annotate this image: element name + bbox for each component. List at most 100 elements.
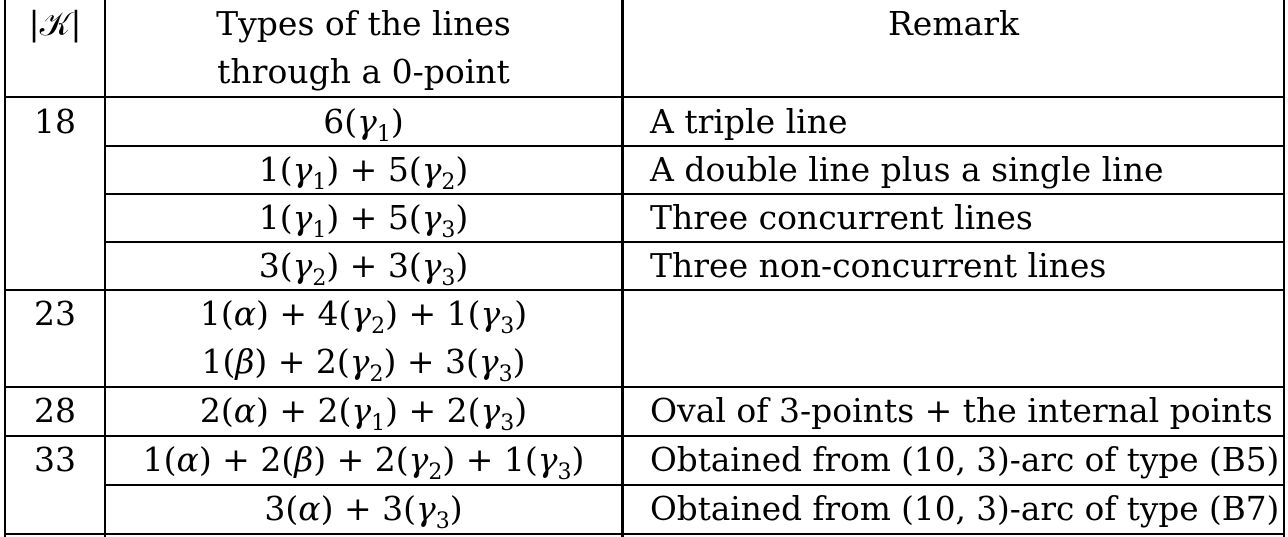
t5bg2: γ bbox=[478, 342, 499, 381]
t1b: ) bbox=[390, 102, 404, 141]
types-row-7: 1(α) + 2(β) + 2(γ2) + 1(γ3) bbox=[106, 440, 621, 484]
t6s2: 3 bbox=[500, 411, 515, 436]
t3s2: 3 bbox=[441, 218, 456, 243]
remark-row-3: Three concurrent lines bbox=[650, 198, 1280, 238]
remark-row-2: A double line plus a single line bbox=[650, 150, 1280, 190]
row-rule-3 bbox=[104, 241, 1285, 243]
t2a: 1( bbox=[258, 150, 293, 189]
header-remark-text: Remark bbox=[887, 4, 1020, 43]
t1a: 6( bbox=[323, 102, 358, 141]
t2g2: γ bbox=[421, 150, 442, 189]
row-rule-1 bbox=[104, 145, 1285, 147]
group-rule-33 bbox=[4, 435, 1285, 437]
t5am2: ) + 1( bbox=[385, 294, 481, 333]
t4a: 3( bbox=[258, 246, 293, 285]
remark-row-8-text: Obtained from (10, 3)-arc of type (B7) bbox=[650, 490, 1280, 528]
t5bm2: ) + 3( bbox=[383, 342, 479, 381]
table-border-bottom bbox=[4, 533, 1285, 535]
t4b: ) bbox=[455, 246, 469, 285]
k-value-23-text: 23 bbox=[34, 294, 76, 333]
t6g2: γ bbox=[480, 391, 501, 430]
t3a: 1( bbox=[258, 198, 293, 237]
t8a: 3( bbox=[264, 489, 299, 528]
t7s1: 2 bbox=[428, 460, 443, 485]
table-header-rule bbox=[4, 96, 1285, 98]
remark-row-1: A triple line bbox=[650, 102, 1280, 142]
t1g: γ bbox=[357, 102, 377, 141]
t6m2: ) + 2( bbox=[385, 391, 481, 430]
header-k-text: |𝒦| bbox=[28, 4, 82, 43]
k-value-18-text: 18 bbox=[34, 102, 76, 141]
t1s: 1 bbox=[376, 122, 391, 147]
table-divider-col2 bbox=[621, 0, 624, 537]
header-types-line2-text: through a 0-point bbox=[217, 52, 510, 91]
header-k: |𝒦| bbox=[6, 4, 104, 44]
t7v2: β bbox=[294, 440, 314, 479]
types-row-5a: 1(α) + 4(γ2) + 1(γ3) bbox=[106, 294, 621, 338]
k-value-23: 23 bbox=[6, 294, 104, 334]
t2s2: 2 bbox=[441, 170, 456, 195]
t8s: 3 bbox=[435, 509, 450, 534]
remark-row-8: Obtained from (10, 3)-arc of type (B7) bbox=[650, 489, 1280, 529]
t5ab: ) bbox=[514, 294, 528, 333]
table-border-right bbox=[1283, 0, 1285, 537]
types-row-2: 1(γ1) + 5(γ2) bbox=[106, 150, 621, 194]
t4g1: γ bbox=[292, 246, 313, 285]
t8b: ) bbox=[449, 489, 463, 528]
remark-row-2-text: A double line plus a single line bbox=[650, 150, 1164, 189]
remark-row-7-text: Obtained from (10, 3)-arc of type (B5) bbox=[650, 441, 1280, 479]
t5bm1: ) + 2( bbox=[254, 342, 350, 381]
t3s1: 1 bbox=[312, 218, 327, 243]
k-value-33: 33 bbox=[6, 440, 104, 480]
t3b: ) bbox=[455, 198, 469, 237]
t5ag1: γ bbox=[351, 294, 372, 333]
k-value-28: 28 bbox=[6, 391, 104, 431]
t2g1: γ bbox=[292, 150, 313, 189]
t4m: ) + 3( bbox=[326, 246, 422, 285]
t5aa: 1( bbox=[199, 294, 234, 333]
t7v1: α bbox=[176, 440, 199, 479]
k-value-33-text: 33 bbox=[34, 440, 76, 479]
t5as1: 2 bbox=[371, 314, 386, 339]
t3m: ) + 5( bbox=[326, 198, 422, 237]
t6s1: 1 bbox=[371, 411, 386, 436]
t5bs1: 2 bbox=[369, 362, 384, 387]
t5am1: ) + 4( bbox=[256, 294, 352, 333]
header-types-line2: through a 0-point bbox=[106, 52, 621, 92]
types-row-1: 6(γ1) bbox=[106, 102, 621, 146]
t4s2: 3 bbox=[441, 266, 456, 291]
t7m1: ) + 2( bbox=[198, 440, 295, 479]
types-row-5b: 1(β) + 2(γ2) + 3(γ3) bbox=[106, 342, 621, 386]
t7a: 1( bbox=[142, 440, 177, 479]
t2s1: 1 bbox=[312, 170, 327, 195]
header-types-line1: Types of the lines bbox=[106, 4, 621, 44]
header-types-line1-text: Types of the lines bbox=[216, 4, 511, 43]
remark-row-6: Oval of 3-points + the internal points bbox=[650, 391, 1280, 431]
t4s1: 2 bbox=[312, 266, 327, 291]
types-row-6: 2(α) + 2(γ1) + 2(γ3) bbox=[106, 391, 621, 435]
t6b: ) bbox=[514, 391, 528, 430]
t6a: 2( bbox=[199, 391, 234, 430]
t2b: ) bbox=[455, 150, 469, 189]
t5bs2: 3 bbox=[498, 362, 513, 387]
t8g: γ bbox=[415, 489, 436, 528]
row-rule-2 bbox=[104, 193, 1285, 195]
remark-row-3-text: Three concurrent lines bbox=[650, 198, 1033, 237]
t5as2: 3 bbox=[500, 314, 515, 339]
remark-row-4: Three non-concurrent lines bbox=[650, 246, 1280, 286]
t7g2: γ bbox=[537, 440, 558, 479]
remark-row-4-text: Three non-concurrent lines bbox=[650, 246, 1107, 285]
t4g2: γ bbox=[421, 246, 442, 285]
t5ag2: γ bbox=[480, 294, 501, 333]
t5bb: ) bbox=[512, 342, 526, 381]
t5av: α bbox=[233, 294, 257, 333]
table-divider-col1 bbox=[104, 0, 106, 537]
t5ba: 1( bbox=[201, 342, 236, 381]
t8m: ) + 3( bbox=[320, 489, 416, 528]
t6g1: γ bbox=[351, 391, 372, 430]
types-row-3: 1(γ1) + 5(γ3) bbox=[106, 198, 621, 242]
group-rule-28 bbox=[4, 386, 1285, 388]
t8v: α bbox=[298, 489, 321, 528]
t7m2: ) + 2( bbox=[313, 440, 409, 479]
t3g1: γ bbox=[292, 198, 313, 237]
